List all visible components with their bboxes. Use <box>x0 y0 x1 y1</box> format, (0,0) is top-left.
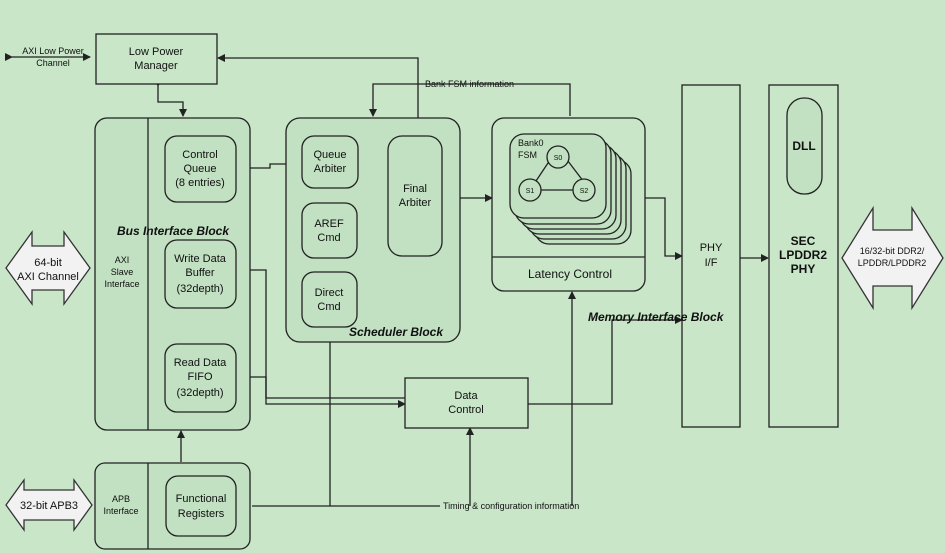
functional-registers-label-1: Functional <box>176 493 227 505</box>
low-power-manager-label-1: Low Power <box>129 46 184 58</box>
data-control-label-2: Control <box>448 404 483 416</box>
dll-label: DLL <box>792 139 815 153</box>
apb-port-label: 32-bit APB3 <box>20 500 78 512</box>
final-arbiter-label-1: Final <box>403 183 427 195</box>
functional-registers-label-2: Registers <box>178 508 225 520</box>
read-fifo-label-2: FIFO <box>187 371 212 383</box>
ddr-channel-arrow <box>841 205 944 311</box>
low-power-manager-box <box>95 33 218 85</box>
control-queue-label-3: (8 entries) <box>175 177 225 189</box>
axi-channel-arrow <box>5 229 91 307</box>
phy-if-label-2: I/F <box>705 257 718 269</box>
apb-port-arrow <box>5 477 93 533</box>
aref-cmd-box <box>301 202 358 259</box>
latency-control-label: Latency Control <box>528 267 612 281</box>
bank-fsm-label-2: FSM <box>518 150 537 160</box>
read-fifo-label-1: Read Data <box>174 357 227 369</box>
direct-cmd-box <box>301 271 358 328</box>
axi-low-power-label-2: Channel <box>36 58 70 68</box>
memory-interface-block-title: Memory Interface Block <box>588 310 725 324</box>
sec-phy-label-1: SEC <box>791 234 816 248</box>
functional-registers-box <box>165 475 237 537</box>
queue-arbiter-label-2: Arbiter <box>314 163 347 175</box>
state-s0 <box>546 145 570 169</box>
read-data-fifo-box <box>164 343 237 413</box>
final-arbiter-box <box>387 135 443 257</box>
state-s1-label: S1 <box>526 188 535 195</box>
aref-cmd-label-1: AREF <box>314 218 344 230</box>
axi-low-power-label-1: AXI Low Power <box>22 46 84 56</box>
control-queue-box <box>164 135 237 203</box>
dll-box <box>786 97 823 195</box>
sec-phy-label-3: PHY <box>791 262 816 276</box>
read-fifo-label-3: (32depth) <box>176 387 223 399</box>
apb-interface-label-1: APB <box>112 494 130 504</box>
ddr-channel-label-1: 16/32-bit DDR2/ <box>860 246 925 256</box>
data-control-box <box>404 377 529 429</box>
write-buffer-label-2: Buffer <box>185 267 214 279</box>
final-arbiter-label-2: Arbiter <box>399 197 432 209</box>
direct-cmd-label-1: Direct <box>315 287 344 299</box>
diagram-labels: AXI Low Power Channel Low Power Manager … <box>17 46 926 520</box>
control-queue-label-1: Control <box>182 149 217 161</box>
axi-slave-label-1: AXI <box>115 255 130 265</box>
bank-fsm-info-label: Bank FSM information <box>425 79 514 89</box>
direct-cmd-label-2: Cmd <box>317 301 340 313</box>
write-buffer-label-3: (32depth) <box>176 283 223 295</box>
data-control-label-1: Data <box>454 390 478 402</box>
phy-if-label-1: PHY <box>700 242 723 254</box>
apb-interface-label-2: Interface <box>103 506 138 516</box>
bus-interface-block-title: Bus Interface Block <box>117 224 230 238</box>
axi-channel-label-1: 64-bit <box>34 257 62 269</box>
phy-if-box <box>681 84 741 428</box>
state-s1 <box>518 178 542 202</box>
write-data-buffer-box <box>164 239 237 309</box>
connection-wires <box>5 53 769 507</box>
bank-fsm-stack <box>509 133 632 245</box>
timing-config-label: Timing & configuration information <box>443 501 579 511</box>
sec-phy-label-2: LPDDR2 <box>779 248 827 262</box>
low-power-manager-label-2: Manager <box>134 60 178 72</box>
state-s2-label: S2 <box>580 188 589 195</box>
aref-cmd-label-2: Cmd <box>317 232 340 244</box>
scheduler-block-title: Scheduler Block <box>349 325 444 339</box>
axi-slave-label-2: Slave <box>111 267 134 277</box>
control-queue-label-2: Queue <box>183 163 216 175</box>
ddr-channel-label-2: LPDDR/LPDDR2 <box>858 258 927 268</box>
queue-arbiter-label-1: Queue <box>313 149 346 161</box>
write-buffer-label-1: Write Data <box>174 253 227 265</box>
axi-slave-label-3: Interface <box>104 279 139 289</box>
axi-channel-label-2: AXI Channel <box>17 271 79 283</box>
queue-arbiter-box <box>301 135 359 189</box>
bank-fsm-label-1: Bank0 <box>518 138 544 148</box>
state-s0-label: S0 <box>554 155 563 162</box>
state-s2 <box>572 178 596 202</box>
